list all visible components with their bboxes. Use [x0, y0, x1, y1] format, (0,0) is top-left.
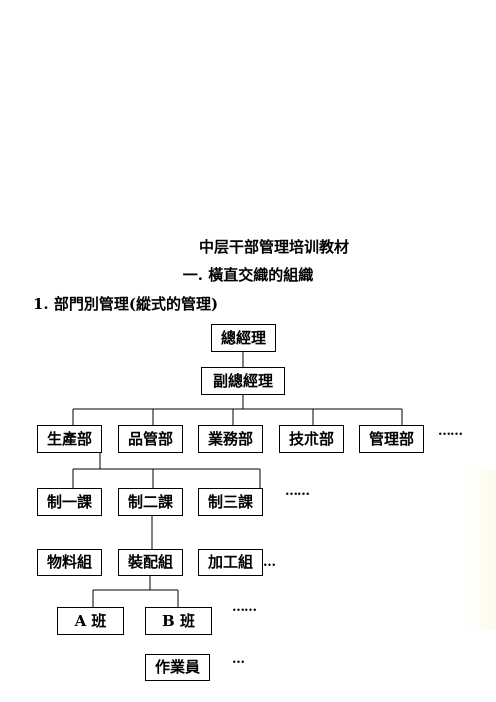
org-node-materials-group: 物料組: [37, 549, 102, 576]
document-title: 中层干部管理培训教材: [198, 238, 349, 256]
org-node-mfg-section-1: 制一課: [37, 488, 102, 516]
org-node-team-b: B 班: [145, 607, 212, 635]
org-node-sales-dept: 業務部: [198, 425, 263, 453]
org-node-admin-dept: 管理部: [359, 425, 424, 453]
ellipsis-level5: …: [263, 555, 276, 570]
ellipsis-level6: ……: [232, 600, 257, 615]
section-heading: 一. 橫直交織的組織: [182, 266, 314, 284]
org-node-mfg-section-3: 制三課: [198, 488, 263, 516]
ellipsis-level7: …: [232, 652, 245, 667]
ellipsis-level4: ……: [285, 484, 310, 499]
org-node-general-manager: 總經理: [211, 324, 276, 352]
edge-tint: [462, 470, 496, 630]
org-node-quality-dept: 品管部: [118, 425, 183, 453]
org-node-team-a: A 班: [57, 607, 124, 635]
org-node-assembly-group: 裝配組: [118, 549, 183, 576]
org-node-mfg-section-2: 制二課: [118, 488, 183, 516]
org-node-processing-group: 加工組: [198, 549, 263, 576]
org-node-operators: 作業員: [145, 654, 210, 681]
org-node-production-dept: 生產部: [37, 425, 102, 453]
org-node-deputy-general-manager: 副總經理: [201, 367, 285, 395]
org-node-tech-dept: 技朮部: [279, 425, 344, 453]
ellipsis-level3: ……: [438, 424, 463, 439]
subsection-heading: 1. 部門別管理(縱式的管理): [33, 295, 219, 313]
